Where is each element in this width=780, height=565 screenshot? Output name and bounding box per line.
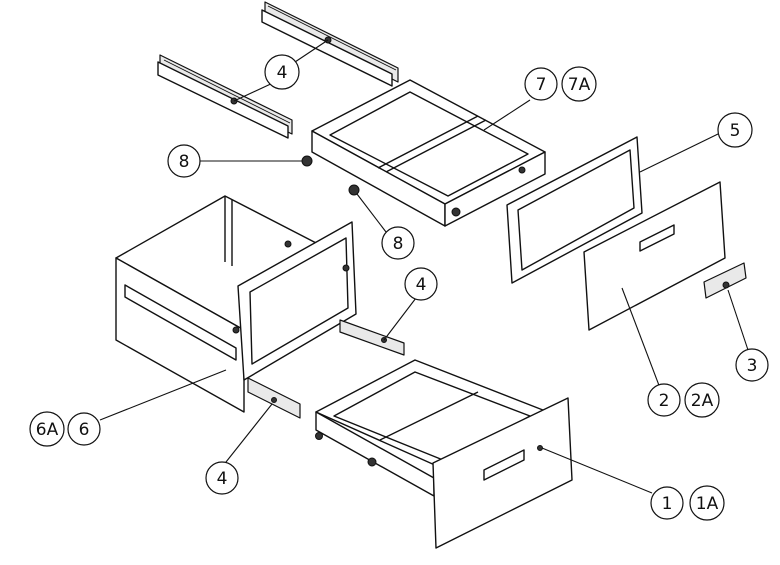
svg-text:7A: 7A [568, 75, 591, 95]
callout-drawer-lower-b: 1A [689, 485, 725, 521]
svg-text:1A: 1A [696, 494, 719, 514]
callout-slide-mid: 4 [404, 267, 438, 301]
svg-text:3: 3 [747, 356, 758, 376]
cabinet-carcass [115, 195, 357, 413]
callout-drawer-lower-a: 1 [650, 486, 684, 520]
callout-cabinet-a: 6A [29, 411, 65, 447]
callout-front-panel-b: 2A [684, 382, 720, 418]
callout-drawer-upper-b: 7A [561, 66, 597, 102]
svg-text:4: 4 [277, 63, 288, 83]
svg-text:4: 4 [217, 469, 228, 489]
callout-glide-lower: 8 [381, 226, 415, 260]
svg-text:6: 6 [79, 420, 90, 440]
svg-text:1: 1 [662, 494, 673, 514]
callout-handle: 3 [735, 348, 769, 382]
glide-upper [301, 155, 313, 167]
svg-text:4: 4 [416, 275, 427, 295]
leader-lines [99, 39, 749, 494]
callout-front-panel-a: 2 [647, 383, 681, 417]
slide-rail-top-left [157, 54, 293, 139]
drawer-front-panel [583, 181, 726, 331]
callout-slide-bottom: 4 [205, 461, 239, 495]
face-frame [506, 136, 643, 284]
callout-slide-top: 4 [264, 54, 300, 90]
callout-glide-upper: 8 [167, 144, 201, 178]
svg-text:2A: 2A [691, 391, 714, 411]
svg-text:6A: 6A [36, 420, 59, 440]
svg-text:8: 8 [393, 234, 404, 254]
callout-drawer-upper-a: 7 [524, 67, 558, 101]
svg-text:8: 8 [179, 152, 190, 172]
callout-cabinet-b: 6 [67, 412, 101, 446]
upper-drawer-box [311, 79, 546, 227]
svg-text:7: 7 [536, 75, 547, 95]
slide-rail-mid [339, 319, 405, 356]
svg-text:2: 2 [659, 391, 670, 411]
glide-lower [348, 184, 360, 196]
drawer-handle [703, 262, 747, 299]
callout-frame: 5 [717, 112, 753, 148]
svg-text:5: 5 [730, 121, 741, 141]
slide-rail-bottom [247, 377, 301, 419]
lower-drawer [315, 359, 573, 549]
